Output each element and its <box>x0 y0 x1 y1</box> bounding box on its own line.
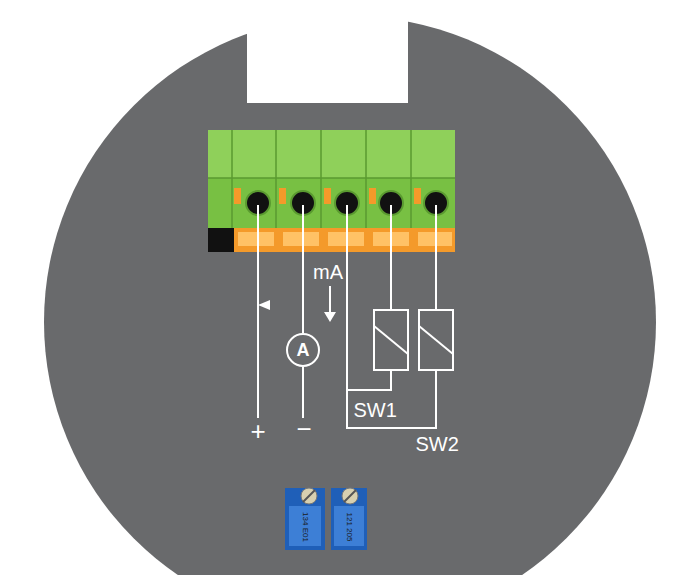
switch-label: SW2 <box>416 434 459 454</box>
ammeter-symbol: A <box>286 333 320 367</box>
meter-letter: A <box>297 341 310 359</box>
signal-label: mA <box>313 262 343 282</box>
polarity-sign: − <box>297 416 312 442</box>
trimmer-marking: 134 E01 <box>301 512 309 542</box>
trimmer-marking: 121 205 <box>345 513 353 542</box>
polarity-sign: + <box>251 418 266 444</box>
switch-label: SW1 <box>354 400 397 420</box>
